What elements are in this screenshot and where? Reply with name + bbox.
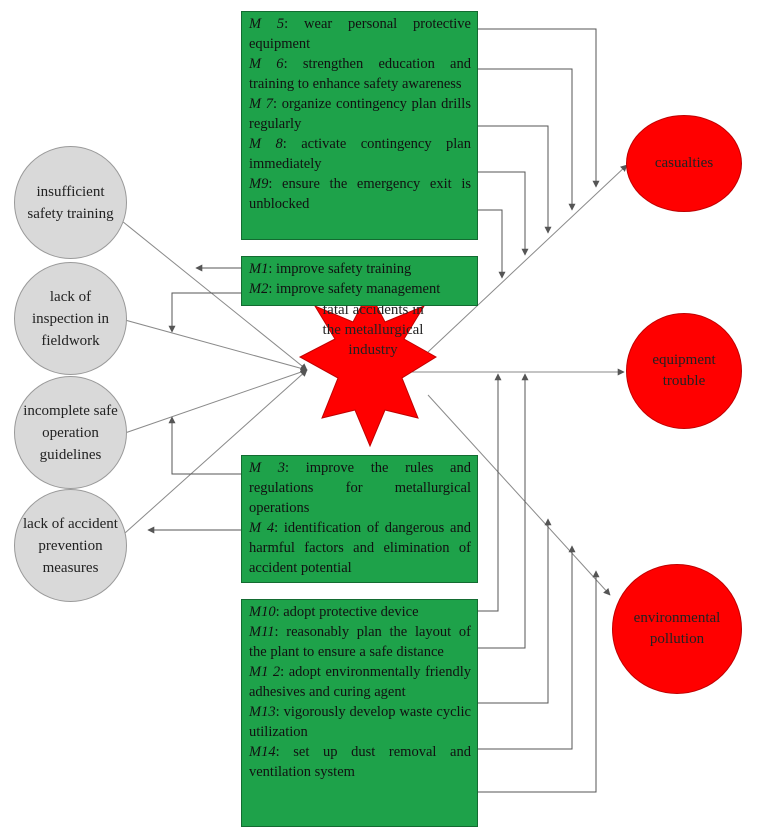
measure-m7: M 7: organize contingency plan drills re… bbox=[249, 96, 471, 132]
event-star bbox=[298, 289, 437, 448]
consequence-casualties: casualties bbox=[626, 115, 742, 212]
measure-m5: M 5: wear personal protective equipment bbox=[249, 16, 471, 52]
bar-m13 bbox=[477, 545, 576, 750]
cause-lack-of-prevention: lack of accident prevention measures bbox=[14, 489, 127, 602]
bar-m8 bbox=[478, 171, 529, 256]
measure-m11: M11: reasonably plan the layout of the p… bbox=[249, 624, 471, 660]
measure-m10: M10: adopt protective device bbox=[249, 604, 419, 620]
cause-lack-of-inspection: lack of inspection in fieldwork bbox=[14, 262, 127, 375]
bar-m12 bbox=[477, 518, 552, 704]
bar-m6 bbox=[478, 68, 576, 211]
measure-m8: M 8: activate contingency plan immediate… bbox=[249, 136, 471, 172]
cause-insufficient-safety-training: insufficient safety training bbox=[14, 146, 127, 259]
measure-m2: M2: improve safety management bbox=[249, 281, 441, 297]
measures-lower-box: M 3: improve the rules and regulations f… bbox=[241, 455, 478, 583]
consequence-environmental-pollution: environmental pollution bbox=[612, 564, 742, 694]
measure-m1: M1: improve safety training bbox=[249, 261, 412, 277]
measure-m12: M1 2: adopt environmentally friendly adh… bbox=[249, 664, 471, 700]
link-event-e1 bbox=[427, 164, 628, 353]
bar-m5 bbox=[478, 28, 600, 188]
bar-m3 bbox=[168, 416, 241, 475]
measure-m13: M13: vigorously develop waste cyclic uti… bbox=[249, 704, 471, 740]
link-c3-event bbox=[124, 368, 308, 434]
measure-m9: M9: ensure the emergency exit is unblock… bbox=[249, 176, 471, 212]
measure-m6: M 6: strengthen education and training t… bbox=[249, 56, 471, 92]
measure-m3: M 3: improve the rules and regulations f… bbox=[249, 460, 471, 516]
consequence-equipment-trouble: equipment trouble bbox=[626, 313, 742, 429]
link-c2-event bbox=[124, 319, 308, 372]
measure-m14: M14: set up dust removal and ventilation… bbox=[249, 744, 471, 780]
bar-m11 bbox=[477, 373, 529, 649]
bar-m2 bbox=[168, 292, 241, 333]
link-c1-event bbox=[111, 212, 308, 371]
link-c4-event bbox=[124, 369, 308, 534]
cause-incomplete-guidelines: incomplete safe operation guidelines bbox=[14, 376, 127, 489]
measure-m4: M 4: identification of dangerous and har… bbox=[249, 520, 471, 576]
bar-m14 bbox=[477, 570, 600, 793]
event-label: fatal accidents in the metallurgical ind… bbox=[322, 302, 424, 358]
bar-m7 bbox=[478, 125, 552, 234]
measures-bottom-box: M10: adopt protective device M11: reason… bbox=[241, 599, 478, 827]
link-event-e3 bbox=[427, 394, 611, 596]
measures-middle-box: M1: improve safety training M2: improve … bbox=[241, 256, 478, 306]
measures-top-box: M 5: wear personal protective equipment … bbox=[241, 11, 478, 240]
bar-m9 bbox=[478, 209, 506, 279]
bar-m10 bbox=[477, 373, 502, 612]
